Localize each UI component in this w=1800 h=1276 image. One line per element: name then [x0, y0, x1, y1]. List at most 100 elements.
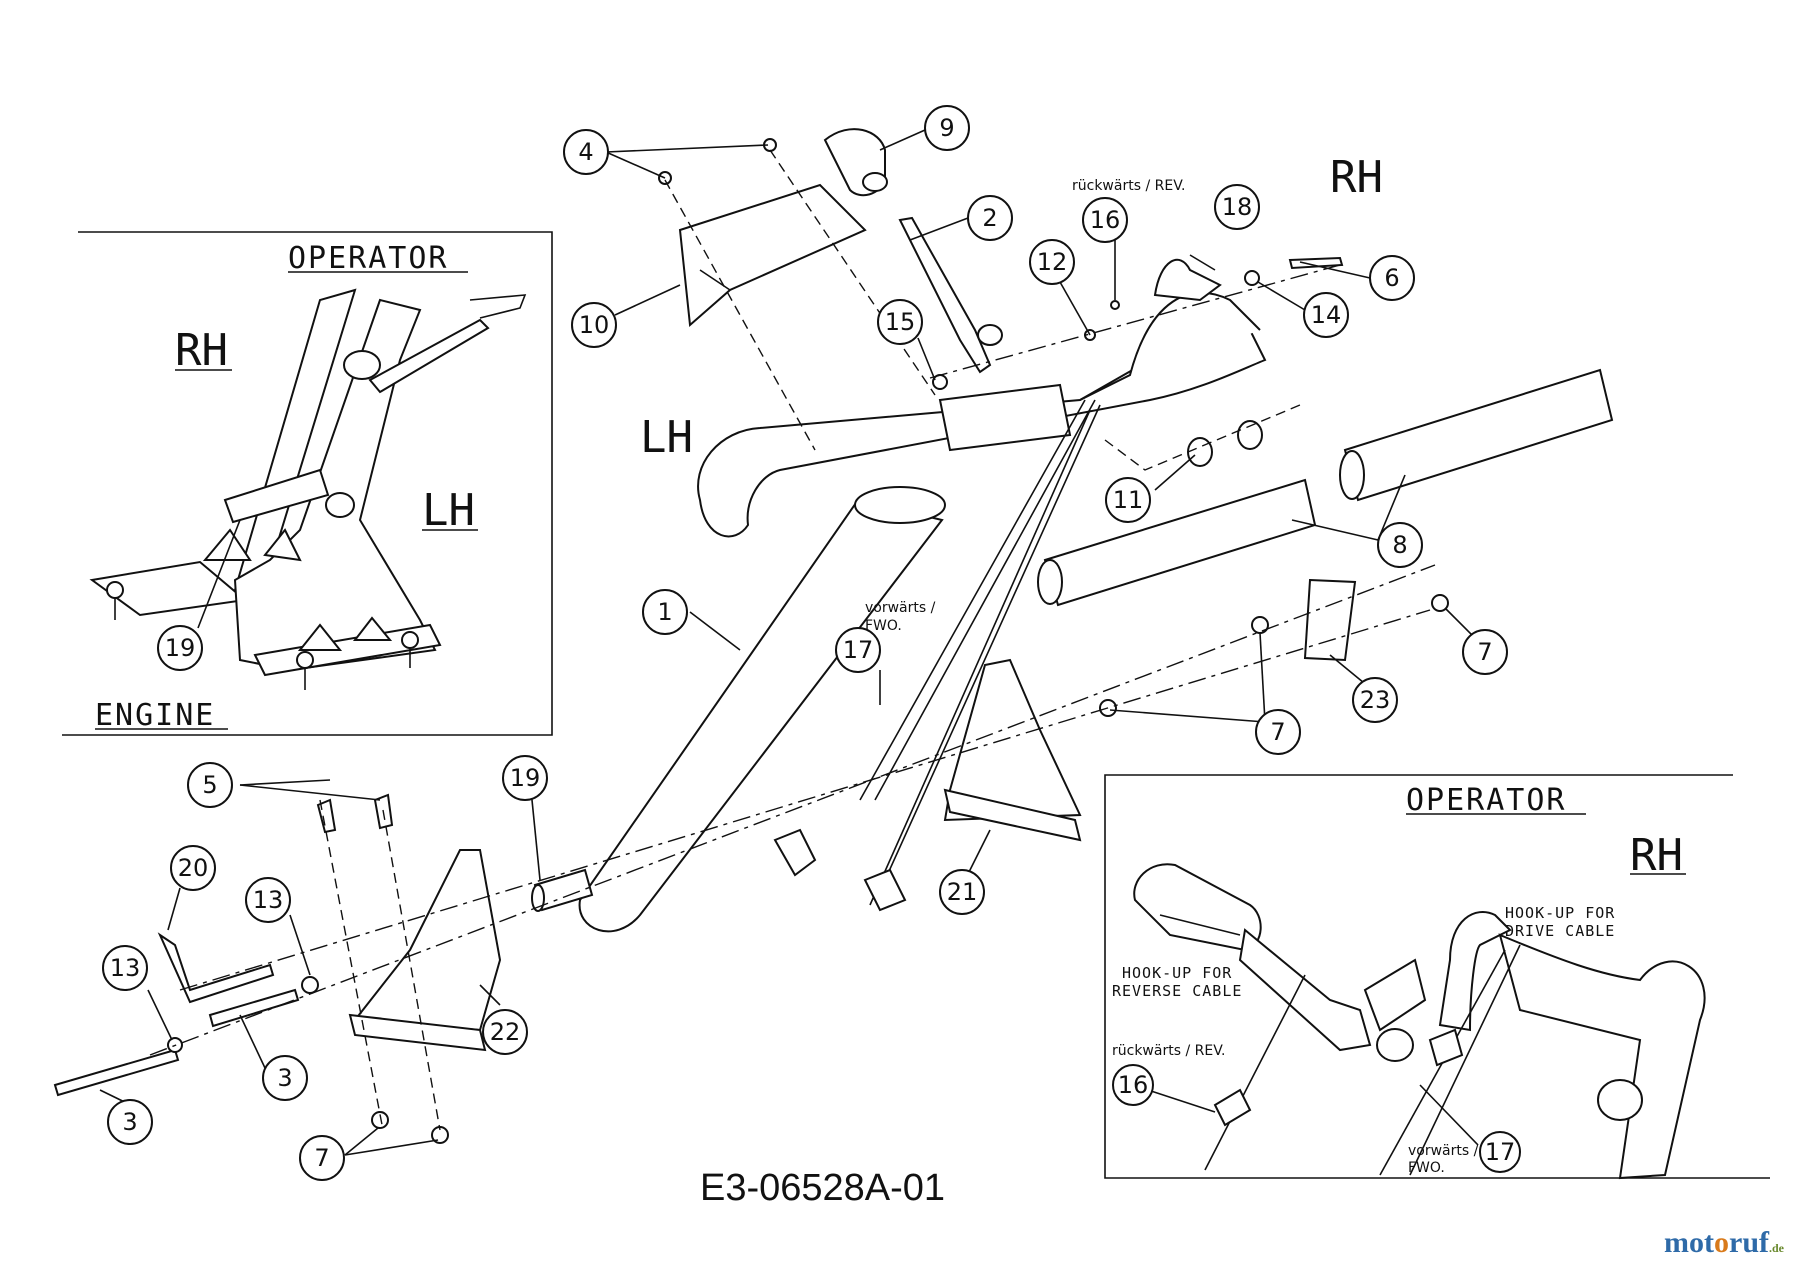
- callout-23: 23: [1352, 677, 1398, 723]
- inset-left-engine-label: ENGINE: [95, 698, 215, 733]
- callout-inset-19: 19: [157, 625, 203, 671]
- callout-3b: 3: [107, 1099, 153, 1145]
- callout-15: 15: [877, 299, 923, 345]
- hand-grips: [1037, 368, 1614, 607]
- callout-10: 10: [571, 302, 617, 348]
- callout-17: 17: [835, 627, 881, 673]
- bolts-and-pins: [53, 793, 449, 1144]
- shift-lever: [898, 216, 1003, 374]
- callout-19: 19: [502, 755, 548, 801]
- callout-7a: 7: [1462, 629, 1508, 675]
- brand-logo: motoruf.de: [1664, 1226, 1784, 1260]
- note-forward-2: FWO.: [865, 618, 902, 634]
- callout-4: 4: [563, 129, 609, 175]
- callout-11: 11: [1105, 477, 1151, 523]
- callout-5: 5: [187, 762, 233, 808]
- svg-text:7: 7: [314, 1144, 329, 1172]
- inset-left-operator-label: OPERATOR: [288, 241, 449, 276]
- svg-text:13: 13: [253, 886, 284, 914]
- svg-text:5: 5: [202, 771, 217, 799]
- svg-text:2: 2: [982, 204, 997, 232]
- svg-text:16: 16: [1090, 206, 1121, 234]
- main-lh-label: LH: [640, 412, 693, 463]
- end-plugs: [1187, 420, 1263, 467]
- svg-text:8: 8: [1392, 531, 1407, 559]
- callout-1: 1: [642, 589, 688, 635]
- svg-text:15: 15: [885, 308, 916, 336]
- upper-handle-bar: [697, 291, 1267, 538]
- svg-text:19: 19: [510, 764, 541, 792]
- callout-20: 20: [170, 845, 216, 891]
- lower-handle-tube: [578, 486, 946, 933]
- svg-text:7: 7: [1477, 638, 1492, 666]
- assembly-lines: [149, 149, 1436, 1131]
- reverse-cable-hookup-line2: REVERSE CABLE: [1112, 982, 1242, 1000]
- svg-text:22: 22: [490, 1018, 521, 1046]
- bracket-right: [943, 658, 1082, 842]
- callout-22: 22: [482, 1009, 528, 1055]
- svg-text:1: 1: [657, 598, 672, 626]
- callout-12: 12: [1029, 239, 1075, 285]
- callout-16: 16: [1082, 197, 1128, 243]
- brand-tld: .de: [1769, 1241, 1784, 1255]
- svg-text:13: 13: [110, 954, 141, 982]
- svg-text:3: 3: [122, 1108, 137, 1136]
- svg-text:17: 17: [843, 636, 874, 664]
- console-cover: [678, 183, 867, 328]
- inset-right-closeup-drawing: [1133, 863, 1706, 1180]
- svg-text:7: 7: [1270, 718, 1285, 746]
- callout-13a: 13: [245, 877, 291, 923]
- cables: [773, 399, 1101, 912]
- callout-7b: 7: [1255, 709, 1301, 755]
- callout-6: 6: [1369, 255, 1415, 301]
- svg-text:23: 23: [1360, 686, 1391, 714]
- svg-text:10: 10: [579, 311, 610, 339]
- svg-text:6: 6: [1384, 264, 1399, 292]
- inset-right-rev-note: rückwärts / REV.: [1112, 1043, 1225, 1059]
- callout-14: 14: [1303, 292, 1349, 338]
- inset-left: OPERATOR RH LH ENGINE: [62, 231, 553, 736]
- brand-name-part2: ruf: [1729, 1226, 1769, 1259]
- inset-left-bracket-drawing: [89, 288, 527, 690]
- svg-text:9: 9: [939, 114, 954, 142]
- brand-name-o: o: [1714, 1226, 1729, 1259]
- inset-right-fwd-note-2: FWO.: [1408, 1160, 1445, 1176]
- drawing-code: E3-06528A-01: [700, 1167, 945, 1209]
- callout-21: 21: [939, 869, 985, 915]
- svg-text:18: 18: [1222, 193, 1253, 221]
- inset-left-rh-label: RH: [175, 325, 228, 376]
- drive-cable-hookup-line1: HOOK-UP FOR: [1505, 904, 1615, 922]
- note-reverse-top: rückwärts / REV.: [1072, 178, 1185, 194]
- reverse-cable-hookup-line1: HOOK-UP FOR: [1122, 964, 1232, 982]
- callout-7c: 7: [299, 1135, 345, 1181]
- svg-text:12: 12: [1037, 248, 1068, 276]
- svg-text:20: 20: [178, 854, 209, 882]
- svg-text:14: 14: [1311, 301, 1342, 329]
- main-rh-label: RH: [1330, 152, 1383, 203]
- bracket-left: [348, 849, 502, 1052]
- drive-cable-hookup-line2: DRIVE CABLE: [1505, 922, 1615, 940]
- callout-9: 9: [924, 105, 970, 151]
- svg-text:16: 16: [1118, 1071, 1149, 1099]
- svg-text:17: 17: [1485, 1138, 1516, 1166]
- callout-inset-16: 16: [1112, 1064, 1154, 1106]
- svg-text:3: 3: [277, 1064, 292, 1092]
- callout-13b: 13: [102, 945, 148, 991]
- leader-lines: [99, 129, 1483, 1156]
- brand-name-part1: mot: [1664, 1226, 1714, 1259]
- svg-text:4: 4: [578, 138, 593, 166]
- inset-right-rh-label: RH: [1630, 830, 1683, 881]
- shift-knob: [823, 128, 888, 197]
- callout-3a: 3: [262, 1055, 308, 1101]
- inset-right-operator-label: OPERATOR: [1406, 783, 1567, 818]
- callout-inset-17: 17: [1479, 1131, 1521, 1173]
- callout-18: 18: [1214, 184, 1260, 230]
- svg-text:21: 21: [947, 878, 978, 906]
- note-forward-1: vorwärts /: [865, 600, 936, 616]
- svg-text:19: 19: [165, 634, 196, 662]
- svg-text:11: 11: [1113, 486, 1144, 514]
- callout-8: 8: [1377, 522, 1423, 568]
- inset-right: OPERATOR RH HOOK-UP FOR DRIVE CABLE HOOK…: [1104, 774, 1770, 1180]
